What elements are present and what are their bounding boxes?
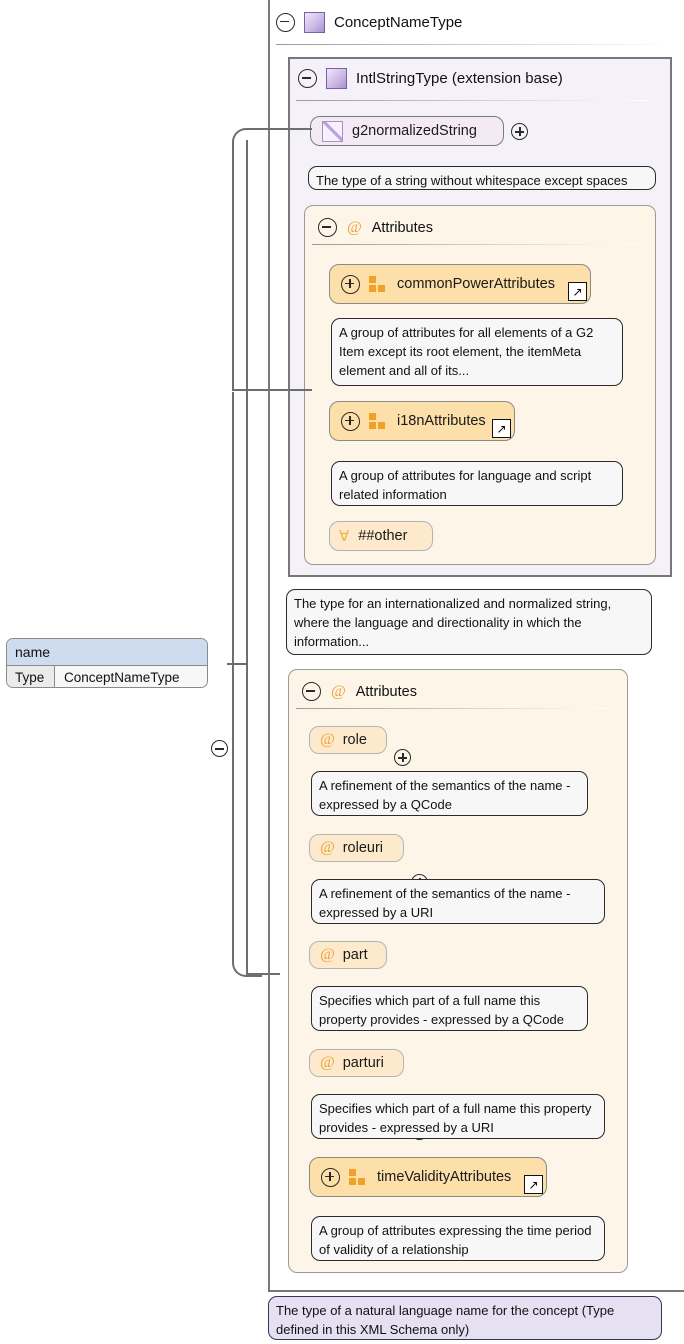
annotation-text: A group of attributes expressing the tim… [319, 1223, 592, 1258]
attributes-header: @ Attributes [304, 208, 656, 238]
annotation-text: Specifies which part of a full name this… [319, 993, 564, 1028]
plus-icon[interactable] [394, 749, 411, 766]
header-divider [312, 244, 638, 245]
complex-type-icon [304, 11, 325, 33]
external-link-icon[interactable]: ↗ [524, 1175, 543, 1194]
annotation-roleuri: A refinement of the semantics of the nam… [311, 879, 605, 924]
connector-branch-attrs2 [246, 973, 280, 975]
connector-trunk [246, 140, 248, 975]
element-type-value: ConceptNameType [55, 666, 207, 687]
connector-curve-bottom [232, 947, 262, 977]
annotation-text: A group of attributes for all elements o… [339, 325, 594, 379]
node-label: timeValidityAttributes [377, 1169, 512, 1185]
annotation-conceptnametype: The type of a natural language name for … [268, 1296, 662, 1340]
plus-icon[interactable] [511, 123, 528, 140]
intlstringtype-header: IntlStringType (extension base) [294, 62, 666, 95]
at-icon: @ [331, 682, 346, 700]
group-icon [369, 275, 388, 293]
plus-icon[interactable] [341, 411, 360, 431]
node-any-other[interactable]: ∀ ##other [329, 521, 433, 551]
node-label: g2normalizedString [352, 123, 477, 139]
external-link-icon[interactable]: ↗ [568, 282, 587, 301]
connector-branch-attrs1 [232, 389, 312, 391]
simple-type-icon [322, 120, 343, 142]
header-divider [296, 708, 610, 709]
element-type-row: Type ConceptNameType [7, 666, 207, 687]
node-label: ##other [358, 528, 408, 544]
node-label: part [342, 947, 368, 963]
any-attribute-icon: ∀ [339, 527, 350, 545]
annotation-text: The type of a string without whitespace … [316, 173, 628, 188]
connector-vert-left-2 [232, 392, 234, 954]
annotation-text: The type for an internationalized and no… [294, 596, 612, 650]
element-name-box[interactable]: name Type ConceptNameType [6, 638, 208, 688]
concept-name-type-header: ConceptNameType [272, 4, 676, 40]
concept-name-type-label: ConceptNameType [334, 13, 463, 31]
connector-curve-top [232, 128, 262, 158]
attributes-label: Attributes [371, 219, 433, 236]
connector-stub [227, 662, 247, 665]
annotation-timevalidityattributes: A group of attributes expressing the tim… [311, 1216, 605, 1261]
header-divider [276, 44, 672, 45]
at-icon: @ [320, 946, 335, 963]
annotation-commonpowerattributes: A group of attributes for all elements o… [331, 318, 623, 386]
node-label: commonPowerAttributes [397, 276, 555, 292]
at-icon: @ [320, 731, 335, 748]
node-g2normalizedstring[interactable]: g2normalizedString [310, 116, 504, 146]
header-divider [296, 100, 648, 101]
node-roleuri[interactable]: @ roleuri [309, 834, 404, 862]
minus-icon[interactable] [318, 218, 337, 237]
intlstringtype-label: IntlStringType (extension base) [356, 70, 563, 87]
annotation-text: Specifies which part of a full name this… [319, 1101, 592, 1136]
minus-icon[interactable] [211, 740, 228, 757]
minus-icon[interactable] [298, 69, 317, 88]
annotation-text: A group of attributes for language and s… [339, 468, 592, 503]
node-timevalidityattributes[interactable]: timeValidityAttributes ↗ [309, 1157, 547, 1197]
node-role[interactable]: @ role [309, 726, 387, 754]
node-part[interactable]: @ part [309, 941, 387, 969]
complex-type-icon [326, 68, 347, 89]
plus-icon[interactable] [321, 1167, 340, 1187]
annotation-text: A refinement of the semantics of the nam… [319, 778, 571, 813]
node-label: role [342, 732, 367, 748]
node-label: i18nAttributes [397, 413, 486, 429]
node-label: parturi [342, 1055, 384, 1071]
external-link-icon[interactable]: ↗ [492, 419, 511, 438]
connector-branch-simple [246, 128, 312, 130]
element-type-key: Type [7, 666, 55, 687]
attributes-header: @ Attributes [288, 672, 628, 702]
at-icon: @ [347, 218, 362, 236]
element-name-label: name [7, 639, 207, 666]
minus-icon[interactable] [302, 682, 321, 701]
attributes-label: Attributes [355, 683, 417, 700]
at-icon: @ [320, 1054, 335, 1071]
connector-vert-left [232, 142, 234, 390]
annotation-role: A refinement of the semantics of the nam… [311, 771, 588, 816]
annotation-part: Specifies which part of a full name this… [311, 986, 588, 1031]
node-parturi[interactable]: @ parturi [309, 1049, 404, 1077]
annotation-text: A refinement of the semantics of the nam… [319, 886, 571, 921]
at-icon: @ [320, 839, 335, 856]
annotation-intlstringtype: The type for an internationalized and no… [286, 589, 652, 655]
node-i18nattributes[interactable]: i18nAttributes ↗ [329, 401, 515, 441]
annotation-i18nattributes: A group of attributes for language and s… [331, 461, 623, 506]
group-icon [349, 1168, 368, 1186]
annotation-parturi: Specifies which part of a full name this… [311, 1094, 605, 1139]
group-icon [369, 412, 388, 430]
plus-icon[interactable] [341, 274, 360, 294]
annotation-g2normalizedstring: The type of a string without whitespace … [308, 166, 656, 190]
node-commonpowerattributes[interactable]: commonPowerAttributes ↗ [329, 264, 591, 304]
minus-icon[interactable] [276, 12, 295, 32]
node-label: roleuri [342, 840, 384, 856]
annotation-text: The type of a natural language name for … [276, 1303, 615, 1338]
